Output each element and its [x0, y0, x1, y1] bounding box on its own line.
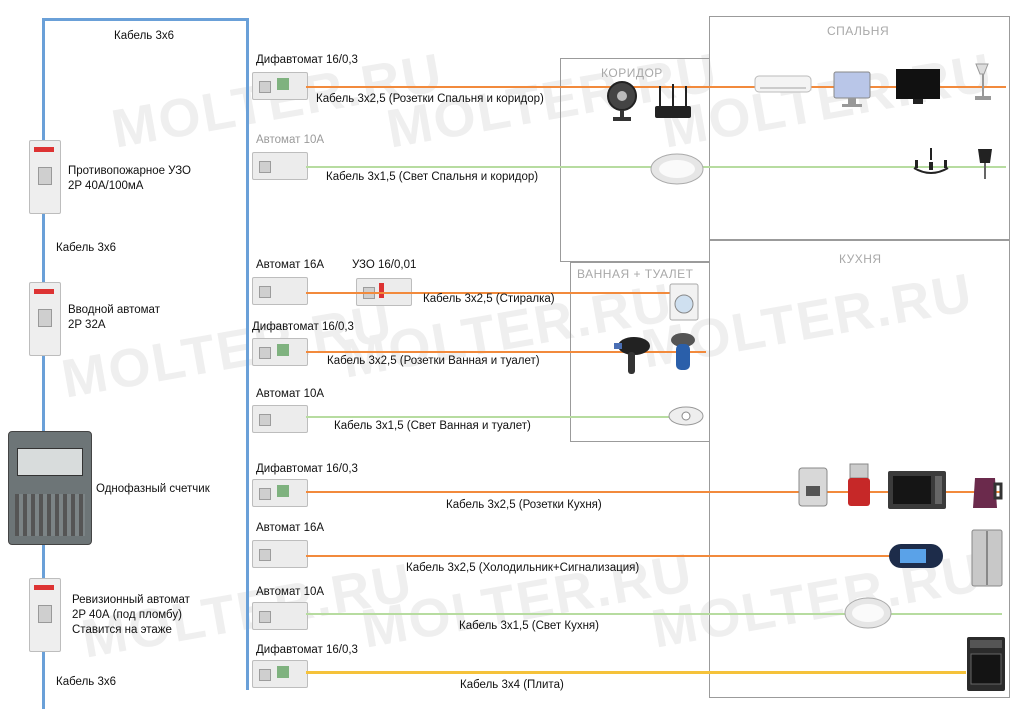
- circuit-6-cable: [306, 491, 1002, 493]
- room-corridor: [560, 58, 710, 262]
- circuit-7-cable-label: Кабель 3х2,5 (Холодильник+Сигнализация): [406, 562, 640, 574]
- circuit-8-cable: [306, 613, 1002, 615]
- distribution-bus: [246, 18, 249, 690]
- fire-rcd-device: [29, 140, 61, 214]
- circuit-9-cable: [306, 671, 966, 674]
- ceiling-light-icon: [843, 596, 893, 635]
- circuit-8-cable-label: Кабель 3х1,5 (Свет Кухня): [459, 620, 599, 632]
- circuit-1-breaker-label: Дифавтомат 16/0,3: [256, 54, 358, 66]
- wall-lamp-icon: [974, 145, 996, 188]
- audit-breaker-label-2: 2P 40А (под пломбу): [72, 609, 182, 621]
- chandelier-icon: [912, 148, 950, 189]
- circuit-7-breaker: [252, 540, 308, 568]
- circuit-2-breaker: [252, 152, 308, 180]
- electric-meter: [8, 431, 92, 545]
- circuit-4-cable-label: Кабель 3х2,5 (Розетки Ванная и туалет): [327, 355, 540, 367]
- circuit-4-cable: [306, 351, 706, 353]
- cable-label-bottom: Кабель 3х6: [56, 676, 117, 688]
- computer-icon: [832, 70, 872, 115]
- circuit-6-breaker: [252, 479, 308, 507]
- cable-label-middle: Кабель 3х6: [56, 242, 117, 254]
- spot-light-icon: [667, 404, 705, 433]
- circuit-7-cable: [306, 555, 942, 557]
- circuit-5-breaker-label: Автомат 10А: [256, 388, 325, 400]
- audit-breaker-device: [29, 578, 61, 652]
- tv-icon: [895, 68, 941, 111]
- circuit-5-cable: [306, 416, 690, 418]
- fan-icon: [605, 80, 639, 127]
- audit-breaker-label-1: Ревизионный автомат: [72, 594, 190, 606]
- refrigerator-icon: [971, 529, 1003, 592]
- circuit-3-cable: [306, 292, 694, 294]
- kettle-icon: [969, 470, 1003, 515]
- feed-cable-top: [42, 18, 248, 21]
- circuit-3-breaker: [252, 277, 308, 305]
- circuit-3-breaker-label: Автомат 16А: [256, 259, 325, 271]
- circuit-6-breaker-label: Дифавтомат 16/0,3: [256, 463, 358, 475]
- hair-dryer-icon: [612, 336, 652, 383]
- room-bedroom: [709, 16, 1010, 240]
- circuit-7-breaker-label: Автомат 16А: [256, 522, 325, 534]
- juicer-icon: [844, 462, 874, 513]
- circuit-9-cable-label: Кабель 3х4 (Плита): [460, 679, 564, 691]
- room-title-kitchen: КУХНЯ: [839, 252, 882, 266]
- stove-icon: [966, 636, 1006, 697]
- feed-cable-vertical: [42, 18, 45, 709]
- room-title-corridor: КОРИДОР: [601, 66, 663, 80]
- circuit-8-breaker: [252, 602, 308, 630]
- circuit-5-breaker: [252, 405, 308, 433]
- circuit-1-cable: [306, 86, 1006, 88]
- main-breaker-device: [29, 282, 61, 356]
- fire-rcd-label-2: 2P 40А/100мА: [68, 180, 144, 192]
- air-conditioner-icon: [754, 74, 812, 99]
- cable-label-top: Кабель 3х6: [114, 30, 175, 42]
- circuit-2-breaker-label: Автомат 10А: [256, 134, 325, 146]
- microwave-icon: [887, 470, 947, 515]
- main-breaker-label-1: Вводной автомат: [68, 304, 160, 316]
- circuit-8-breaker-label: Автомат 10А: [256, 586, 325, 598]
- desk-lamp-icon: [970, 60, 998, 107]
- coffee-machine-icon: [796, 466, 830, 513]
- main-breaker-label-2: 2P 32А: [68, 319, 106, 331]
- circuit-1-cable-label: Кабель 3х2,5 (Розетки Спальня и коридор): [316, 93, 544, 105]
- circuit-5-cable-label: Кабель 3х1,5 (Свет Ванная и туалет): [334, 420, 531, 432]
- audit-breaker-label-3: Ставится на этаже: [72, 624, 172, 636]
- washing-machine-icon: [669, 283, 699, 326]
- ceiling-light-icon: [649, 152, 705, 191]
- electric-shaver-icon: [669, 332, 697, 377]
- circuit-3-rcd-label: УЗО 16/0,01: [352, 259, 417, 271]
- room-title-bathroom: ВАННАЯ + ТУАЛЕТ: [577, 267, 694, 281]
- circuit-6-cable-label: Кабель 3х2,5 (Розетки Кухня): [446, 499, 602, 511]
- circuit-2-cable-label: Кабель 3х1,5 (Свет Спальня и коридор): [326, 171, 539, 183]
- room-kitchen: [709, 240, 1010, 698]
- alarm-keyfob-icon: [888, 541, 944, 576]
- room-title-bedroom: СПАЛЬНЯ: [827, 24, 890, 38]
- circuit-4-breaker: [252, 338, 308, 366]
- circuit-1-breaker: [252, 72, 308, 100]
- meter-label: Однофазный счетчик: [96, 483, 210, 495]
- fire-rcd-label-1: Противопожарное УЗО: [68, 165, 192, 177]
- circuit-9-breaker: [252, 660, 308, 688]
- router-icon: [653, 82, 693, 125]
- circuit-4-breaker-label: Дифавтомат 16/0,3: [252, 321, 354, 333]
- circuit-3-cable-label: Кабель 3х2,5 (Стиралка): [423, 293, 555, 305]
- circuit-9-breaker-label: Дифавтомат 16/0,3: [256, 644, 358, 656]
